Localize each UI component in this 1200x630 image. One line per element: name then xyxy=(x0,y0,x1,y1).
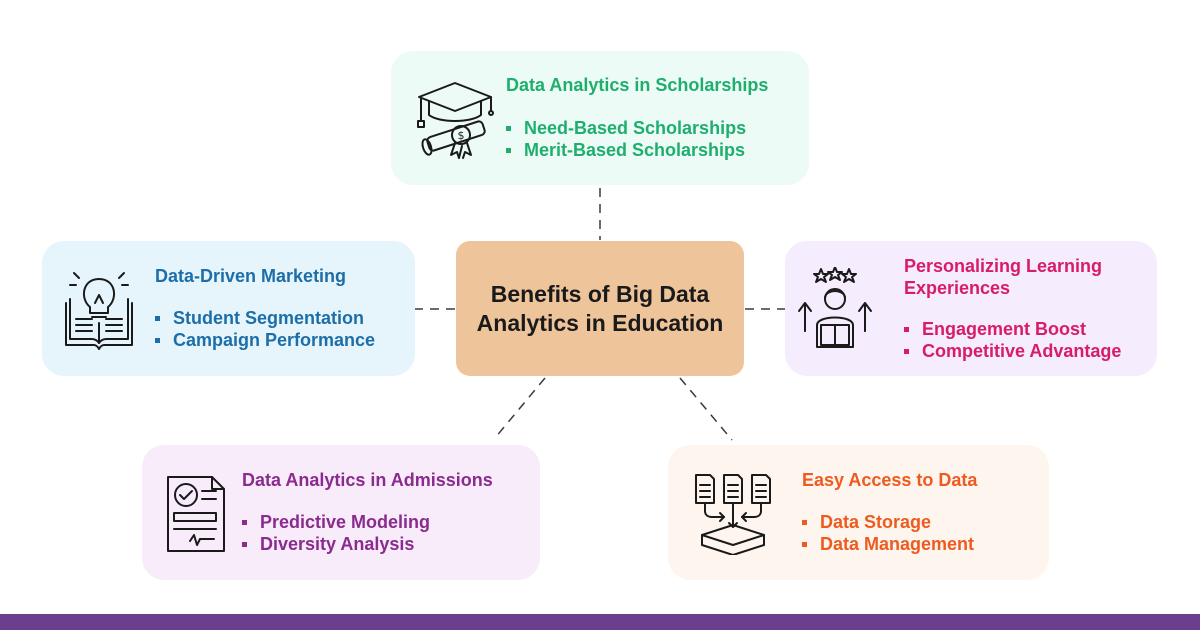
admissions-card: Data Analytics in Admissions Predictive … xyxy=(142,445,540,580)
connector-bottom-left xyxy=(494,377,546,439)
personalizing-title-line-2: Experiences xyxy=(904,278,1011,298)
footer-bar xyxy=(0,614,1200,630)
scholarships-list: Need-Based Scholarships Merit-Based Scho… xyxy=(506,117,746,161)
list-item: Engagement Boost xyxy=(904,318,1121,340)
svg-text:$: $ xyxy=(458,129,465,142)
list-item: Need-Based Scholarships xyxy=(506,117,746,139)
list-item: Diversity Analysis xyxy=(242,533,430,555)
center-title: Benefits of Big Data Analytics in Educat… xyxy=(476,280,724,336)
list-item: Merit-Based Scholarships xyxy=(506,139,746,161)
marketing-card: Data-Driven Marketing Student Segmentati… xyxy=(42,241,415,376)
marketing-list: Student Segmentation Campaign Performanc… xyxy=(155,307,375,351)
personalizing-title-line-1: Personalizing Learning xyxy=(904,256,1103,276)
access-list: Data Storage Data Management xyxy=(802,511,974,555)
marketing-title: Data-Driven Marketing xyxy=(155,266,347,286)
access-title: Easy Access to Data xyxy=(802,470,978,490)
graduation-cap-diploma-icon: $ xyxy=(417,82,494,159)
approved-document-icon xyxy=(167,476,225,552)
lightbulb-book-icon xyxy=(65,272,133,350)
list-item: Competitive Advantage xyxy=(904,340,1121,362)
admissions-title: Data Analytics in Admissions xyxy=(242,470,493,490)
scholarships-title: Data Analytics in Scholarships xyxy=(506,75,769,95)
center-topic-box: Benefits of Big Data Analytics in Educat… xyxy=(456,241,744,376)
scholarships-card: $ Data Analytics in Scholarships Need-Ba… xyxy=(391,51,809,185)
list-item: Student Segmentation xyxy=(155,307,375,329)
student-reading-stars-icon xyxy=(798,267,872,348)
personalizing-title: Personalizing Learning Experiences xyxy=(904,255,1102,299)
list-item: Predictive Modeling xyxy=(242,511,430,533)
list-item: Data Management xyxy=(802,533,974,555)
access-card: Easy Access to Data Data Storage Data Ma… xyxy=(668,445,1049,580)
list-item: Campaign Performance xyxy=(155,329,375,351)
personalizing-card: Personalizing Learning Experiences Engag… xyxy=(785,241,1157,376)
personalizing-list: Engagement Boost Competitive Advantage xyxy=(904,318,1121,362)
list-item: Data Storage xyxy=(802,511,974,533)
admissions-list: Predictive Modeling Diversity Analysis xyxy=(242,511,430,555)
documents-to-storage-icon xyxy=(695,474,771,555)
connector-bottom-right xyxy=(679,377,733,441)
